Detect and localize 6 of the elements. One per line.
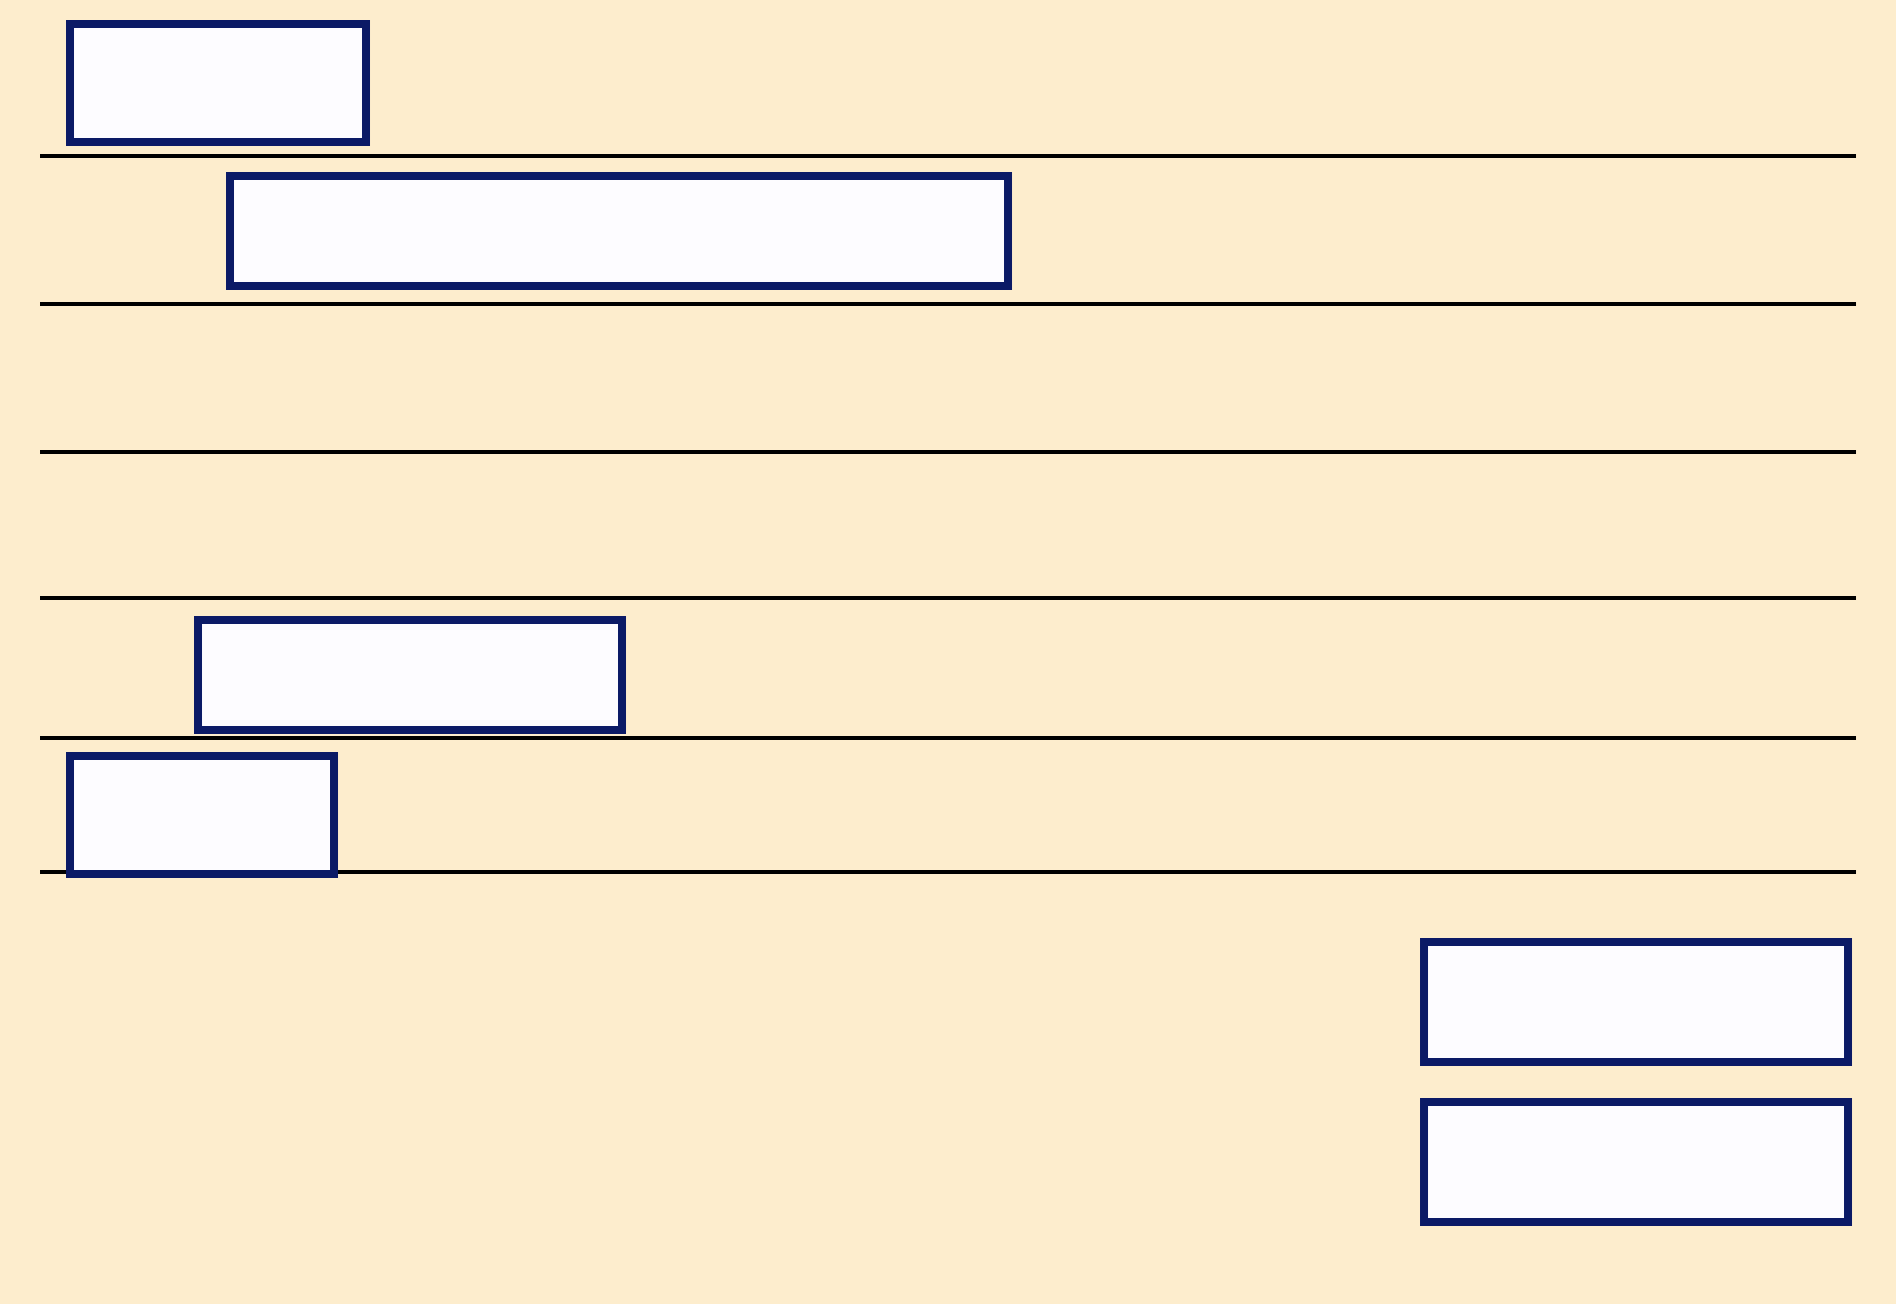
answer-box	[226, 172, 1012, 290]
answer-box	[1420, 938, 1852, 1066]
answer-box	[1420, 1098, 1852, 1226]
answer-box	[66, 20, 370, 146]
answer-box	[66, 752, 338, 878]
answer-box	[194, 616, 626, 734]
